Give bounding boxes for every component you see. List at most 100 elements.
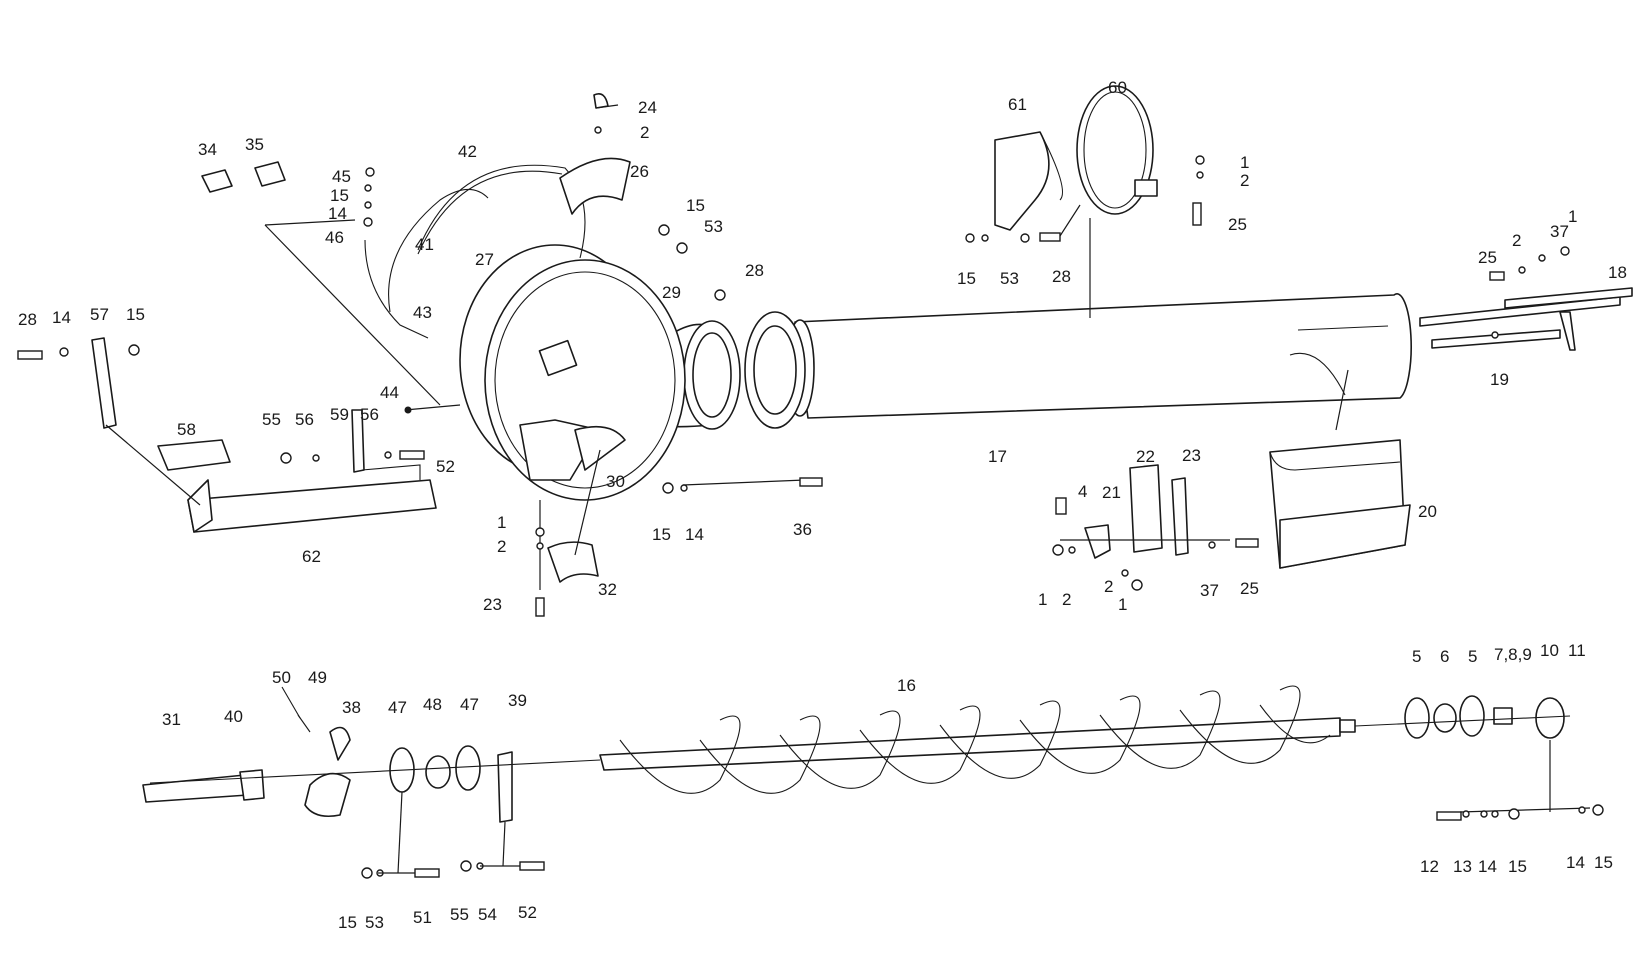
callout: 55 [450,905,469,924]
callout: 5 [1468,647,1477,666]
tube-flange [744,311,806,429]
callout: 10 [1540,641,1559,660]
callout: 2 [497,537,506,556]
callout: 28 [18,310,37,329]
callout: 60 [1108,78,1127,97]
brace-18-19 [1419,287,1633,351]
auger-tube [785,218,1412,419]
callout: 56 [360,405,379,424]
callout: 1 [497,513,506,532]
callout: 2 [1240,171,1249,190]
callout: 47 [388,698,407,717]
callout: 17 [988,447,1007,466]
callout: 5 [1412,647,1421,666]
clips-34-35 [201,161,286,193]
callout: 58 [177,420,196,439]
callout: 47 [460,695,479,714]
callout: 15 [126,305,145,324]
callout: 34 [198,140,217,159]
callout: 13 [1453,857,1472,876]
tube-clamp-60 [1076,85,1158,215]
callout: 45 [332,167,351,186]
callout: 51 [413,908,432,927]
callout: 26 [630,162,649,181]
hydraulic-hose [364,164,586,339]
callout-labels: 34 35 45 15 14 46 42 41 43 27 24 2 26 29… [18,78,1627,932]
callout: 15 [652,525,671,544]
callout: 18 [1608,263,1627,282]
callout: 31 [162,710,181,729]
hardware [17,93,1604,879]
callout: 2 [1062,590,1071,609]
callout: 12 [1420,857,1439,876]
housing-cover-29 [484,259,686,501]
callout: 2 [1104,577,1113,596]
callout: 21 [1102,483,1121,502]
bearing-parts [1354,695,1591,813]
callout: 29 [662,283,681,302]
callout: 36 [793,520,812,539]
callout: 50 [272,668,291,687]
cover-plate-26 [559,157,631,215]
callout: 37 [1550,222,1569,241]
callout: 49 [308,668,327,687]
callout: 40 [224,707,243,726]
hopper-20 [1269,439,1411,569]
callout: 52 [518,903,537,922]
callout: 1 [1240,153,1249,172]
callout: 4 [1078,482,1087,501]
callout: 2 [1512,231,1521,250]
callout: 52 [436,457,455,476]
callout: 53 [365,913,384,932]
callout: 7,8,9 [1494,645,1532,664]
callout: 62 [302,547,321,566]
callout: 19 [1490,370,1509,389]
callout: 14 [52,308,71,327]
callout: 15 [686,196,705,215]
callout: 48 [423,695,442,714]
callout: 14 [685,525,704,544]
cover-plate-32 [547,541,599,583]
frame-62 [91,337,437,533]
callout: 42 [458,142,477,161]
inlet-elbow [639,320,741,430]
callout: 2 [640,123,649,142]
callout: 25 [1228,215,1247,234]
callout: 44 [380,383,399,402]
callout: 23 [483,595,502,614]
callout: 15 [330,186,349,205]
callout: 32 [598,580,617,599]
callout: 27 [475,250,494,269]
callout: 1 [1568,207,1577,226]
callout: 41 [415,235,434,254]
callout: 37 [1200,581,1219,600]
callout: 25 [1478,248,1497,267]
callout: 54 [478,905,497,924]
callout: 1 [1038,590,1047,609]
callout: 15 [338,913,357,932]
callout: 56 [295,410,314,429]
callout: 20 [1418,502,1437,521]
callout: 15 [957,269,976,288]
callout: 59 [330,405,349,424]
callout: 35 [245,135,264,154]
callout: 28 [1052,267,1071,286]
callout: 1 [1118,595,1127,614]
strap-plates [1084,464,1189,559]
callout: 28 [745,261,764,280]
callout: 15 [1594,853,1613,872]
saddle-bracket-61 [994,131,1064,231]
callout: 11 [1568,641,1586,660]
auger-screw [599,685,1356,794]
callout: 25 [1240,579,1259,598]
callout: 57 [90,305,109,324]
callout: 24 [638,98,657,117]
callout: 14 [1566,853,1585,872]
callout: 6 [1440,647,1449,666]
callout: 43 [413,303,432,322]
callout: 39 [508,691,527,710]
callout: 53 [704,217,723,236]
callout: 30 [606,472,625,491]
callout: 38 [342,698,361,717]
